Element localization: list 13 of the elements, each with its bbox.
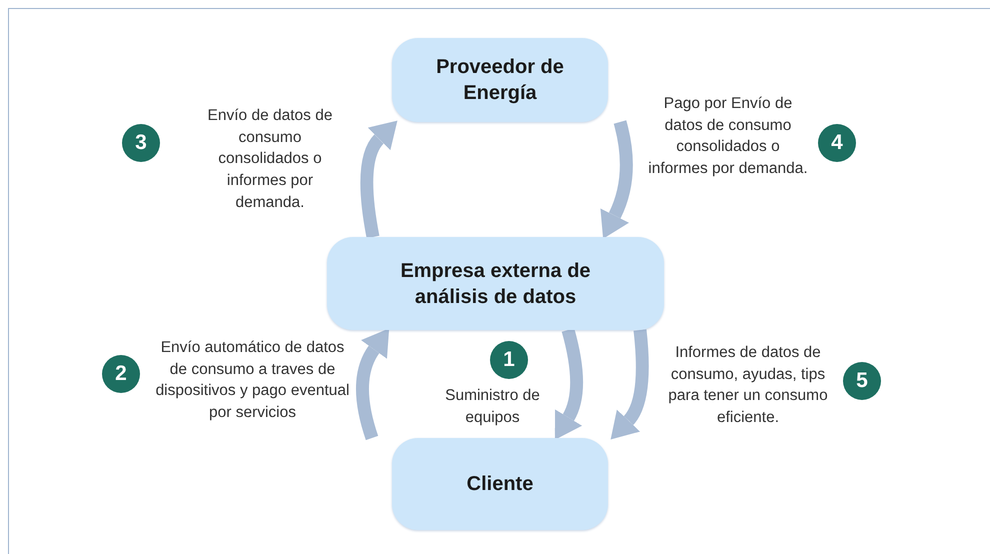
number-badge: 5 <box>843 362 881 400</box>
curved-arrow <box>600 120 633 240</box>
number-badge: 4 <box>818 124 856 162</box>
curved-arrow <box>360 119 396 238</box>
curved-arrow <box>612 329 649 441</box>
curved-arrow <box>554 328 584 440</box>
curved-arrow <box>356 328 388 440</box>
rounded-box: Proveedor de Energía <box>392 38 608 122</box>
number-badge: 3 <box>122 124 160 162</box>
rounded-box: Empresa externa de análisis de datos <box>327 237 664 330</box>
number-badge: 2 <box>102 355 140 393</box>
number-badge: 1 <box>490 341 528 379</box>
rounded-box: Cliente <box>392 438 608 530</box>
